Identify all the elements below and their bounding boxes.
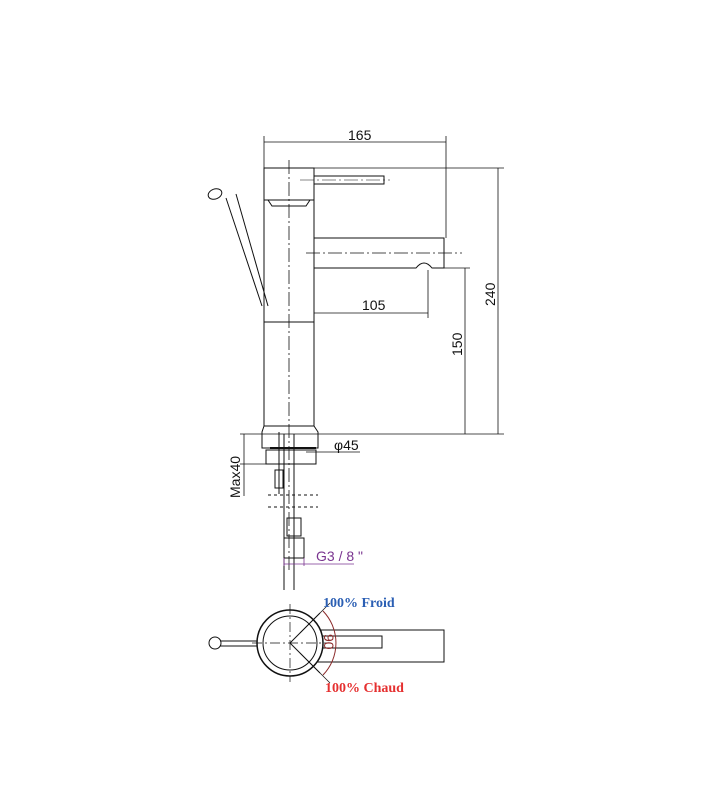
dimension-lines: [240, 136, 504, 566]
lever-handle-line-a: [235, 193, 269, 307]
spout-top: [314, 629, 445, 663]
spout: [314, 237, 445, 269]
cold-label: 100% Froid: [323, 596, 395, 611]
plan-view: [208, 602, 445, 684]
body-inner-circle: [262, 615, 318, 671]
dim-width-label: 165: [348, 127, 372, 143]
angle-arc: [322, 610, 337, 676]
dim-reach-label: 105: [362, 297, 386, 313]
lever-knob: [207, 188, 223, 200]
dim-max-label: Max40: [227, 456, 243, 498]
angle-label: 90: [321, 634, 337, 650]
side-view: [207, 160, 462, 590]
hose-fitting: [286, 517, 302, 537]
lever-handle-line-b: [225, 197, 263, 307]
base-flange: [261, 425, 319, 449]
thread-label: G3 / 8 ": [316, 548, 363, 564]
lever-knob-top: [208, 636, 222, 650]
hot-label: 100% Chaud: [325, 681, 404, 696]
mounting-nut: [265, 449, 317, 465]
dim-diameter-label: φ45: [334, 437, 359, 453]
dim-height-label: 240: [482, 282, 498, 306]
dim-spout-height-label: 150: [449, 332, 465, 356]
